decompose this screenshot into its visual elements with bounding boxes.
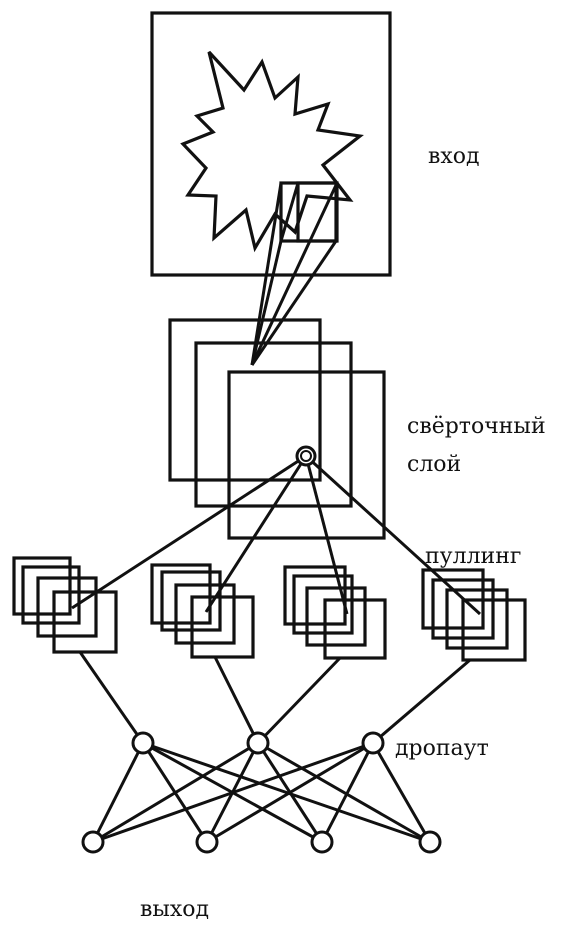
pooling-group-2 bbox=[150, 563, 255, 659]
output-node-3 bbox=[310, 830, 334, 854]
output-node-4 bbox=[418, 830, 442, 854]
conv-feature-map-3 bbox=[227, 370, 386, 540]
conv-layer-label-line2: слой bbox=[407, 452, 462, 477]
output-node-1 bbox=[81, 830, 105, 854]
input-label: вход bbox=[428, 144, 480, 169]
projection-lines bbox=[250, 182, 339, 366]
pooling-group-4 bbox=[421, 568, 527, 662]
input-image-frame bbox=[150, 11, 392, 277]
dropout-node-1 bbox=[131, 731, 155, 755]
conv-to-pooling-connections bbox=[71, 454, 482, 616]
dropout-node-3 bbox=[361, 731, 385, 755]
output-label: выход bbox=[140, 897, 210, 922]
receptive-field-back bbox=[296, 181, 339, 243]
receptive-field-edge bbox=[279, 182, 300, 242]
output-node-2 bbox=[195, 830, 219, 854]
dropout-node-2 bbox=[246, 731, 270, 755]
pooling-group-3 bbox=[283, 565, 387, 660]
dropout-label: дропаут bbox=[395, 736, 489, 761]
pooling-to-dropout-connections bbox=[78, 651, 471, 745]
pooling-group-1 bbox=[12, 556, 118, 654]
conv-layer-label-line1: свёрточный bbox=[407, 414, 546, 439]
pooling-label: пуллинг bbox=[425, 544, 522, 569]
input-star-shape bbox=[180, 50, 364, 253]
conv-unit-node-inner bbox=[300, 450, 312, 462]
conv-feature-map-1 bbox=[168, 318, 322, 482]
dropout-to-output-connections bbox=[91, 741, 432, 844]
